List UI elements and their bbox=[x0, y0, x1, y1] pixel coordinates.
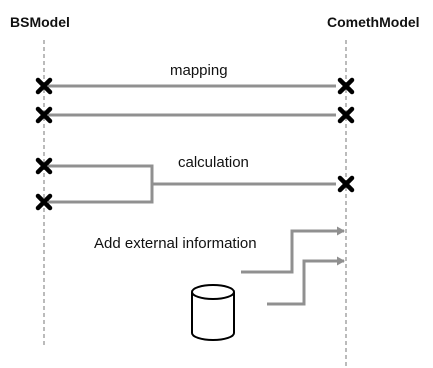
calculation-label: calculation bbox=[178, 154, 249, 171]
bsmodel-header: BSModel bbox=[10, 14, 70, 30]
external-arrow-1 bbox=[241, 226, 345, 274]
calculation-bracket bbox=[48, 164, 154, 204]
x-mark-icon bbox=[35, 157, 53, 175]
x-mark-icon bbox=[35, 77, 53, 95]
external-arrow-2 bbox=[267, 256, 345, 306]
x-mark-icon bbox=[337, 106, 355, 124]
mapping-label: mapping bbox=[170, 62, 228, 79]
x-mark-icon bbox=[337, 175, 355, 193]
external-info-label: Add external information bbox=[94, 235, 257, 252]
database-cylinder-icon bbox=[191, 284, 235, 341]
x-mark-icon bbox=[35, 193, 53, 211]
x-mark-icon bbox=[35, 106, 53, 124]
comethmodel-header: ComethModel bbox=[327, 14, 420, 30]
x-mark-icon bbox=[337, 77, 355, 95]
